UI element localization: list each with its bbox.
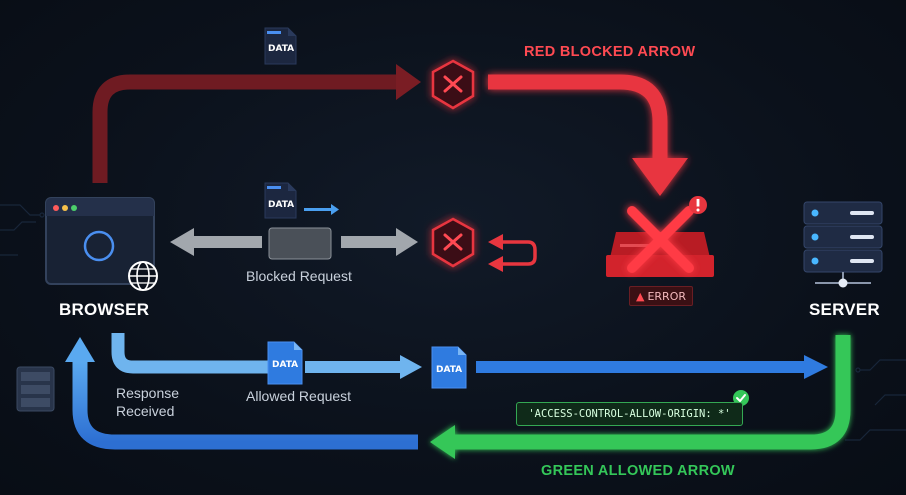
- alert-icon: [689, 196, 707, 214]
- blue-response-arrow: [72, 362, 418, 450]
- browser-title: BROWSER: [59, 300, 150, 319]
- blocked-request-box: [268, 227, 332, 260]
- circuit-decoration: [0, 204, 906, 441]
- cors-header-box: 'ACCESS-CONTROL-ALLOW-ORIGIN: *': [516, 402, 743, 426]
- data-label: DATA: [268, 200, 295, 210]
- green-allowed-arrow: [430, 335, 851, 459]
- red-blocked-arrow: [488, 74, 688, 196]
- x-hexagon-icon: [431, 59, 475, 110]
- gray-right-arrow: [341, 228, 418, 256]
- warning-icon: ▲: [635, 289, 645, 303]
- small-blue-arrow: [304, 204, 339, 215]
- data-label: DATA: [272, 360, 299, 370]
- dark-red-arrowhead: [396, 64, 421, 100]
- browser-window-icon: [45, 197, 155, 285]
- blue-request-arrow: [476, 361, 806, 373]
- data-document-icon: [264, 182, 297, 219]
- allowed-request-label: Allowed Request: [246, 388, 352, 404]
- globe-icon: [128, 261, 158, 291]
- data-document-icon: [264, 27, 297, 65]
- error-badge-label: ERROR: [647, 289, 686, 303]
- cors-header-text: 'ACCESS-CONTROL-ALLOW-ORIGIN: *': [528, 408, 731, 420]
- response-received-line2: Received: [116, 403, 175, 419]
- server-rack-icon: [803, 201, 883, 288]
- response-received-line1: Response: [116, 385, 180, 401]
- error-badge: ▲ ERROR: [629, 286, 693, 306]
- server-title: SERVER: [809, 300, 880, 319]
- return-arrow-icon: [501, 240, 537, 266]
- data-label: DATA: [268, 44, 295, 54]
- light-blue-arrow-segment: [305, 361, 402, 373]
- light-blue-arrow: [111, 333, 268, 374]
- data-document-icon: [431, 346, 467, 389]
- red-arrow-title: RED BLOCKED ARROW: [524, 44, 696, 60]
- blocked-request-label: Blocked Request: [246, 268, 352, 284]
- dark-red-arrow: [92, 74, 398, 183]
- data-document-icon: [267, 341, 303, 385]
- gray-left-arrow: [170, 228, 262, 256]
- error-x-icon: [627, 206, 694, 273]
- data-label: DATA: [436, 365, 463, 375]
- x-hexagon-icon: [431, 217, 475, 268]
- green-arrow-title: GREEN ALLOWED ARROW: [541, 463, 735, 479]
- panel-icon: [16, 366, 55, 412]
